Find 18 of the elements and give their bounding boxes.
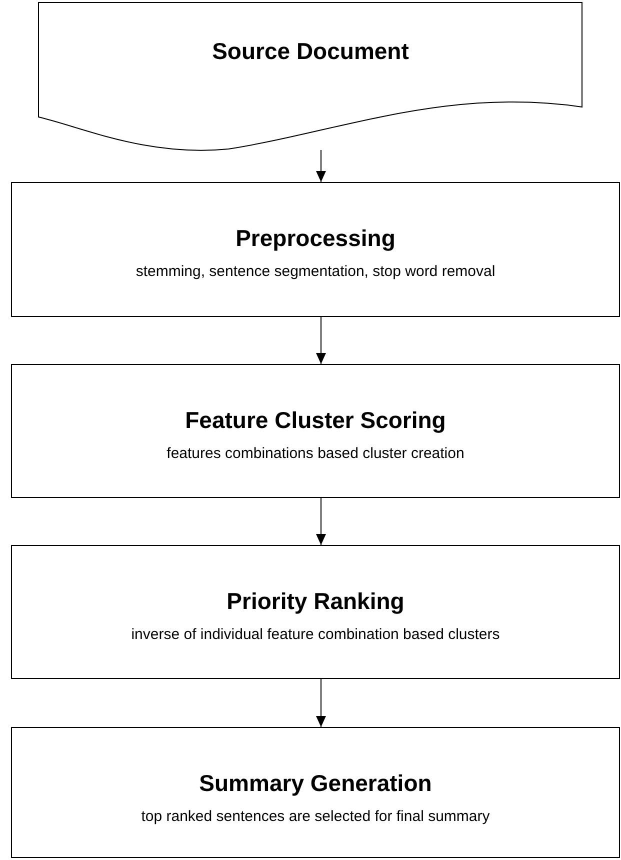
step-description: stemming, sentence segmentation, stop word removal	[134, 263, 496, 280]
process-box	[11, 727, 620, 858]
arrow	[316, 150, 326, 182]
step-description: inverse of individual feature combination based clusters	[130, 626, 501, 643]
step-description: top ranked sentences are selected for final summary	[140, 808, 491, 825]
arrow	[316, 678, 326, 728]
step-title: Feature Cluster Scoring	[184, 407, 447, 434]
arrow	[316, 316, 326, 364]
step-title: Preprocessing	[234, 225, 396, 252]
process-box	[11, 364, 620, 498]
document-shape	[38, 2, 583, 152]
step-description: features combinations based cluster creation	[166, 445, 466, 462]
process-box	[11, 545, 620, 679]
step-title: Priority Ranking	[226, 588, 406, 615]
step-title: Source Document	[211, 38, 410, 65]
process-box	[11, 182, 620, 317]
arrow	[316, 498, 326, 546]
step-title: Summary Generation	[198, 770, 433, 797]
